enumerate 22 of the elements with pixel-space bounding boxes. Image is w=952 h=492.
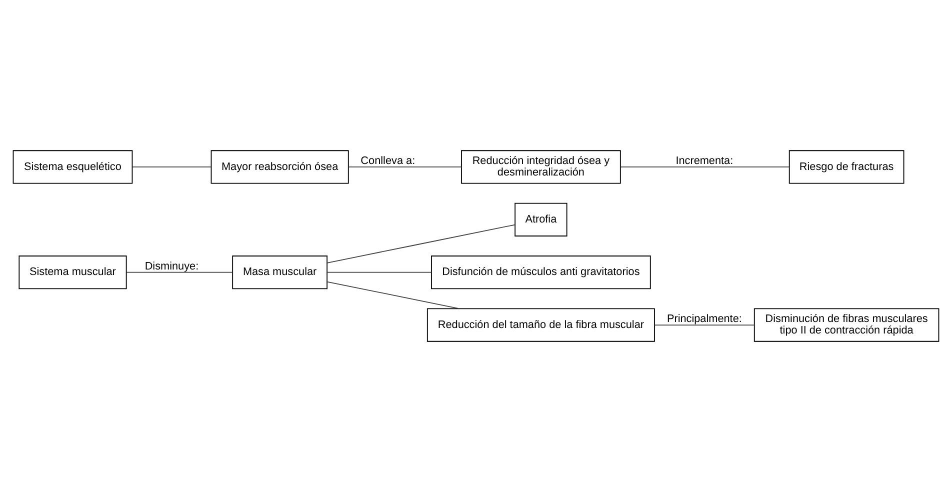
connector [132,166,212,168]
edge-label: Conlleva a: [360,154,416,167]
node-box: Reducción integridad ósea y desmineralización [461,150,621,184]
node-box: Masa muscular [232,256,328,290]
node-box: Riesgo de fracturas [788,150,904,184]
connector [348,166,462,168]
edge-label: Principalmente: [666,312,742,325]
connector [654,324,755,326]
node-box: Atrofia [514,202,568,236]
node-box: Disminución de fibras musculares tipo II de contracción rápida [754,308,940,342]
connector [326,281,460,310]
node-box: Reducción del tamaño de la fibra muscular [426,308,655,342]
connector [126,272,233,273]
connector [326,272,432,273]
node-box: Mayor reabsorción ósea [210,150,349,184]
connector [620,166,790,168]
edge-label: Disminuye: [144,260,199,272]
node-box: Sistema muscular [18,256,127,290]
connector [326,224,516,264]
node-box: Sistema esquelético [12,150,133,184]
node-box: Disfunción de músculos anti gravitatorios [431,256,651,290]
edge-label: Incrementa: [676,154,734,167]
